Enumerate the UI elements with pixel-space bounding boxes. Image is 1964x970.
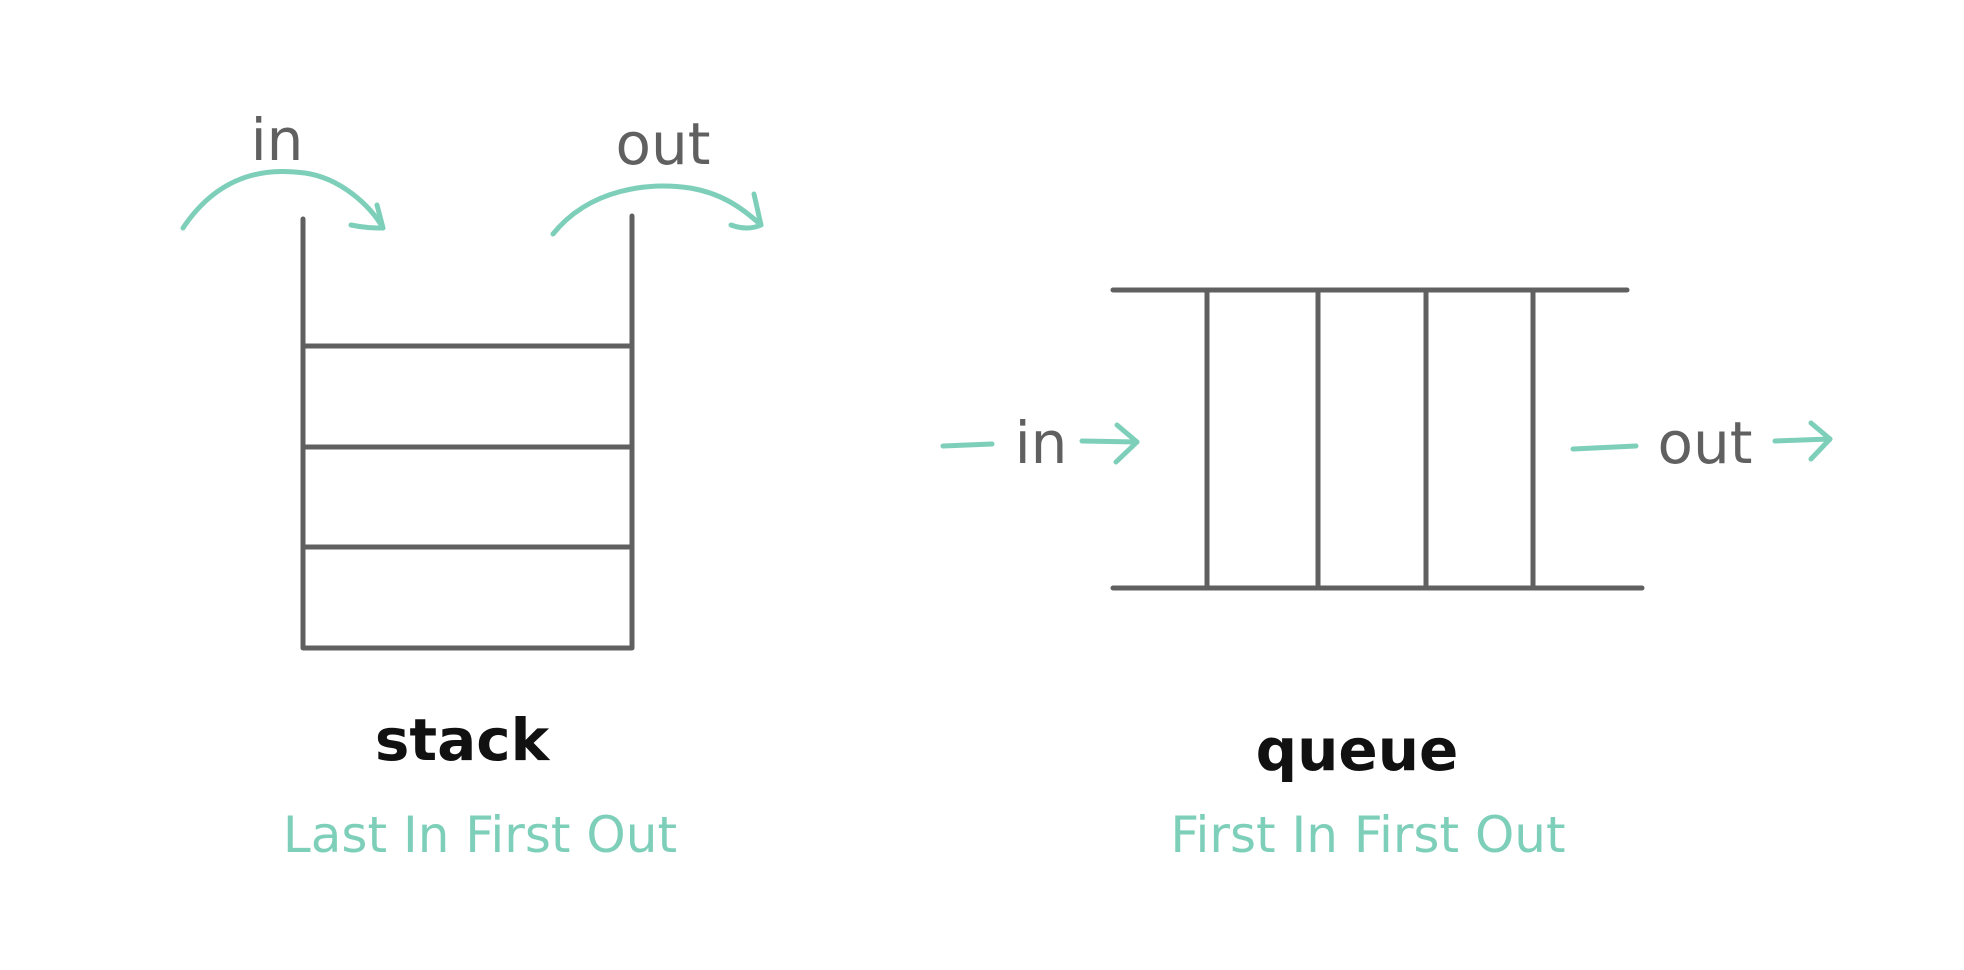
queue-out-arrow [1570,420,1833,462]
queue-subtitle: First In First Out [1170,806,1565,864]
stack-container [300,213,635,651]
queue-title: queue [1256,716,1459,784]
stack-in-arrow [180,168,386,231]
queue-in-label: in [1015,409,1068,477]
queue-figure: in out queue First In First Out [940,287,1833,864]
stack-out-label: out [616,110,711,178]
stack-subtitle: Last In First Out [283,806,677,864]
stack-figure: in out stack Last In First Out [180,106,764,864]
queue-in-arrow [940,422,1140,465]
stack-out-arrow [550,183,764,237]
stack-title: stack [375,706,551,774]
stack-in-label: in [251,106,304,174]
queue-out-label: out [1658,409,1753,477]
